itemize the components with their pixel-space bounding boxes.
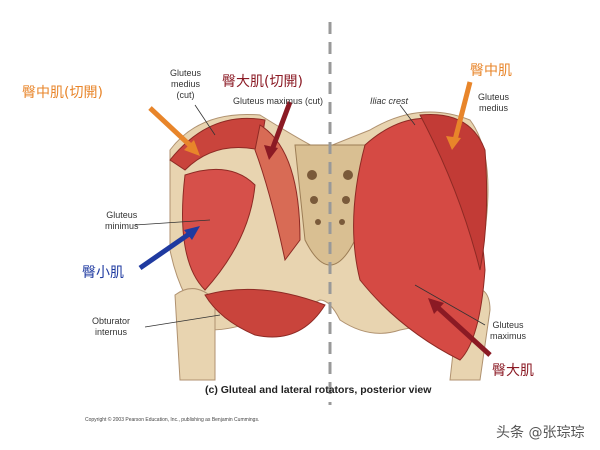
label-en-gluteus-medius-cut: Gluteus medius (cut) xyxy=(170,68,201,101)
label-en-gluteus-maximus: Gluteus maximus xyxy=(490,320,526,342)
gluteus-maximus-cut xyxy=(254,124,301,262)
left-femur xyxy=(174,288,216,381)
label-line: internus xyxy=(95,327,128,337)
watermark: 头条 @张琮琮 xyxy=(496,425,585,441)
label-iliac-crest: Iliac crest xyxy=(370,96,409,106)
obturator-internus xyxy=(204,288,326,338)
label-cn-gluteus-maximus-cut: 臀大肌(切開) xyxy=(222,74,303,90)
label-line: (cut) xyxy=(176,90,195,100)
copyright: Copyright © 2003 Pearson Education, Inc.… xyxy=(85,417,260,423)
label-en-gluteus-medius: Gluteus medius xyxy=(478,92,509,114)
label-line: maximus xyxy=(490,331,527,341)
label-cn-gluteus-medius: 臀中肌 xyxy=(470,63,512,79)
leader-lines xyxy=(134,104,486,328)
label-line: Obturator xyxy=(92,316,131,326)
label-line: Gluteus xyxy=(478,92,510,102)
label-line: minimus xyxy=(105,221,139,231)
label-line: medius xyxy=(479,103,509,113)
label-line: Gluteus xyxy=(106,210,138,220)
label-cn-gluteus-minimus: 臀小肌 xyxy=(82,265,124,281)
label-en-obturator-internus: Obturator internus xyxy=(92,316,130,338)
gluteus-medius xyxy=(419,113,488,271)
label-en-gluteus-maximus-cut: Gluteus maximus (cut) xyxy=(233,96,324,106)
label-line: Gluteus xyxy=(170,68,202,78)
label-cn-gluteus-maximus: 臀大肌 xyxy=(492,363,534,379)
label-en-gluteus-minimus: Gluteus minimus xyxy=(105,210,139,232)
arrows xyxy=(138,81,492,357)
label-line: Gluteus xyxy=(492,320,524,330)
figure-caption: (c) Gluteal and lateral rotators, poster… xyxy=(205,384,432,396)
label-cn-gluteus-medius-cut: 臀中肌(切開) xyxy=(22,85,103,101)
sacral-foramina xyxy=(307,170,353,225)
label-line: medius xyxy=(171,79,201,89)
